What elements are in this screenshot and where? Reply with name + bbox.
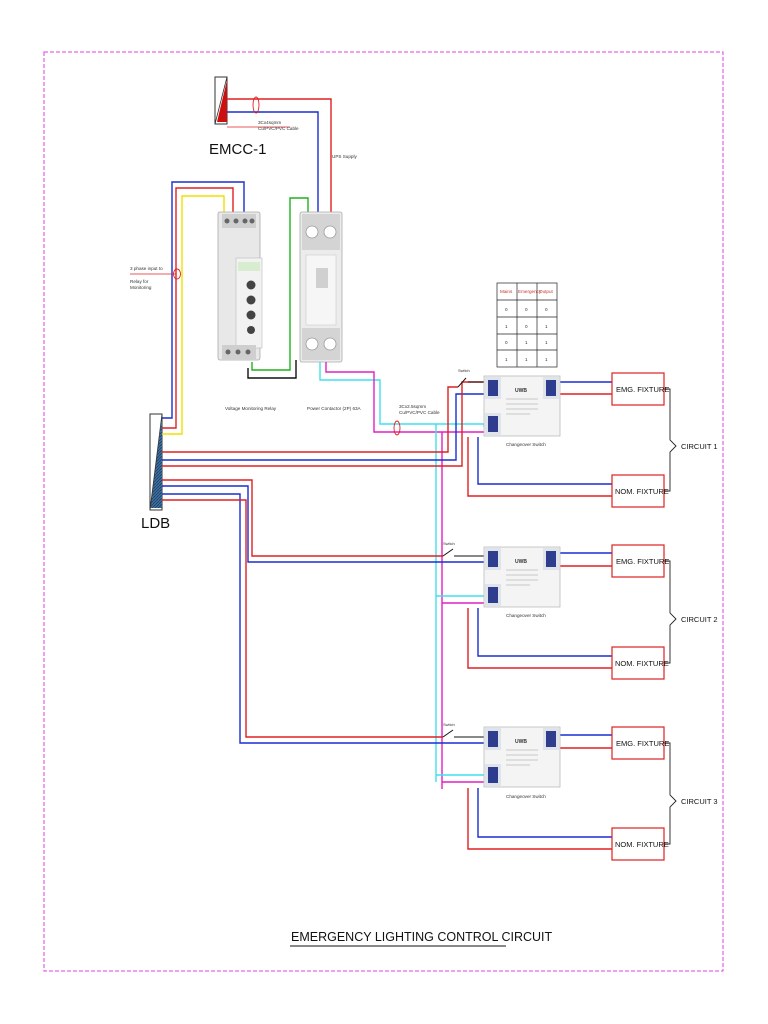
circuit-2-wiring	[467, 552, 677, 669]
changeover-switch: UWB	[483, 546, 561, 608]
mid-cable-spec-2: Cu/PVC/PVC Cable	[399, 410, 440, 415]
truth-table-cell: 0	[545, 307, 548, 312]
changeover-caption: Changeover Switch	[506, 613, 546, 618]
emcc-cable-spec-2: Cu/PVC/PVC Cable	[258, 126, 299, 131]
ups-bus	[319, 362, 485, 789]
circuit-label: CIRCUIT 3	[681, 797, 718, 806]
voltage-monitoring-relay	[217, 211, 263, 361]
circuit-1-wiring	[467, 381, 677, 497]
emcc-panel: EMCC-1	[209, 76, 267, 158]
truth-table-cell: 0	[505, 307, 508, 312]
changeover-brand: UWB	[515, 739, 527, 745]
ups-supply-label: UPS Supply	[332, 154, 357, 159]
changeover-caption: Changeover Switch	[506, 442, 546, 447]
truth-table-cell: 0	[525, 324, 528, 329]
nom-fixture-box	[611, 827, 665, 861]
truth-table-cell: 1	[545, 324, 548, 329]
truth-table-header: Output	[539, 289, 554, 294]
changeover-brand: UWB	[515, 559, 527, 565]
emg-fixture-box	[611, 726, 665, 760]
switch-label-1: Switch	[458, 368, 470, 373]
emg-fixture-label: EMG. FIXTURE	[616, 557, 669, 566]
truth-table-cell: 1	[545, 340, 548, 345]
switch-symbols	[442, 377, 484, 738]
ldb-panel: LDB	[141, 413, 170, 532]
changeover-caption: Changeover Switch	[506, 794, 546, 799]
nom-fixture-label: NOM. FIXTURE	[615, 659, 669, 668]
truth-table-cell: 1	[505, 324, 508, 329]
truth-table-header: Emergency	[518, 289, 542, 294]
relay-input-wires	[130, 181, 245, 435]
contactor-caption: Power Contactor (2P) 63A	[307, 406, 362, 411]
truth-table-cell: 1	[525, 340, 528, 345]
relay-contactor-link	[247, 197, 309, 379]
relay-caption: Voltage Monitoring Relay	[225, 406, 277, 411]
truth-table-cell: 1	[505, 357, 508, 362]
truth-table-cell: 0	[505, 340, 508, 345]
nom-fixture-box	[611, 474, 665, 508]
circuit-label: CIRCUIT 2	[681, 615, 718, 624]
relay-input-note-2: Relay for	[130, 279, 149, 284]
emg-fixture-label: EMG. FIXTURE	[616, 739, 669, 748]
changeover-brand: UWB	[515, 388, 527, 394]
circuit-label: CIRCUIT 1	[681, 442, 718, 451]
nom-fixture-label: NOM. FIXTURE	[615, 487, 669, 496]
power-contactor	[299, 211, 343, 363]
switch-label-2: Switch	[443, 541, 455, 546]
truth-table: Mains Emergency Output 0 0 0 1 0 1 0 1 1…	[496, 282, 558, 368]
nom-fixture-box	[611, 646, 665, 680]
mid-cable-spec-1: 3Cx2.5sqmm	[399, 404, 426, 409]
circuit-3-wiring	[467, 734, 677, 850]
nom-fixture-label: NOM. FIXTURE	[615, 840, 669, 849]
emcc-cable-spec-1: 3Cx4sqmm	[258, 120, 281, 125]
changeover-switch: UWB	[483, 375, 561, 437]
relay-input-note-1: 3 phase input to	[130, 266, 163, 271]
truth-table-header: Mains	[500, 289, 513, 294]
changeover-switch: UWB	[483, 726, 561, 788]
truth-table-cell: 1	[525, 357, 528, 362]
emg-fixture-label: EMG. FIXTURE	[616, 385, 669, 394]
page-border	[43, 51, 724, 972]
switch-label-3: Switch	[443, 722, 455, 727]
truth-table-cell: 1	[545, 357, 548, 362]
ldb-label: LDB	[141, 515, 170, 532]
emg-fixture-box	[611, 544, 665, 578]
emg-fixture-box	[611, 372, 665, 406]
diagram-title: EMERGENCY LIGHTING CONTROL CIRCUIT	[291, 930, 552, 944]
emcc-feeder	[227, 96, 332, 212]
relay-input-note-3: Monitoring	[130, 285, 152, 290]
truth-table-cell: 0	[525, 307, 528, 312]
emcc-label: EMCC-1	[209, 141, 267, 158]
